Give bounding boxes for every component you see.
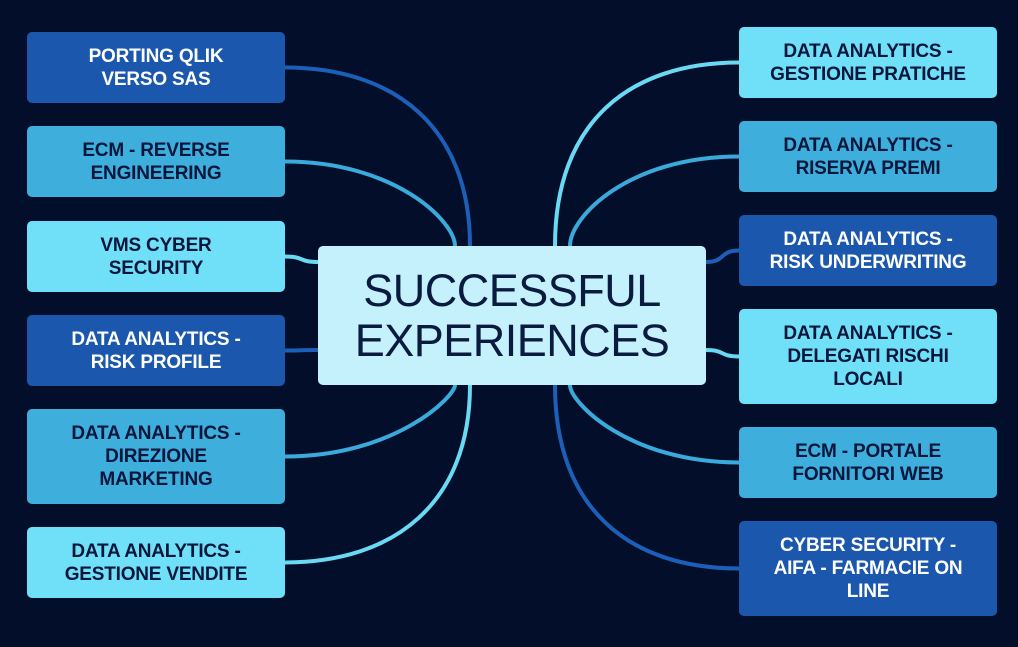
left-topic-3: VMS CYBER SECURITY bbox=[27, 221, 285, 292]
central-topic: SUCCESSFUL EXPERIENCES bbox=[318, 246, 706, 385]
left-connector-6 bbox=[283, 383, 472, 565]
right-topic-5: ECM - PORTALE FORNITORI WEB bbox=[739, 427, 997, 498]
right-topic-2: DATA ANALYTICS - RISERVA PREMI bbox=[739, 121, 997, 192]
right-topic-3: DATA ANALYTICS - RISK UNDERWRITING bbox=[739, 215, 997, 286]
left-topic-5: DATA ANALYTICS - DIREZIONE MARKETING bbox=[27, 409, 285, 504]
right-connector-5 bbox=[568, 383, 741, 465]
left-connector-3 bbox=[283, 254, 320, 264]
right-connector-4 bbox=[704, 348, 741, 359]
left-connector-2 bbox=[283, 159, 457, 248]
right-topic-6: CYBER SECURITY - AIFA - FARMACIE ON LINE bbox=[739, 521, 997, 616]
right-topic-1: DATA ANALYTICS - GESTIONE PRATICHE bbox=[739, 27, 997, 98]
left-topic-4: DATA ANALYTICS - RISK PROFILE bbox=[27, 315, 285, 386]
left-connector-5 bbox=[283, 383, 457, 459]
left-topic-2: ECM - REVERSE ENGINEERING bbox=[27, 126, 285, 197]
right-connector-3 bbox=[704, 248, 741, 264]
right-connector-6 bbox=[553, 383, 741, 571]
left-connector-4 bbox=[283, 348, 320, 353]
right-connector-2 bbox=[568, 154, 741, 248]
right-topic-4: DATA ANALYTICS - DELEGATI RISCHI LOCALI bbox=[739, 309, 997, 404]
left-topic-6: DATA ANALYTICS - GESTIONE VENDITE bbox=[27, 527, 285, 598]
left-connector-1 bbox=[283, 65, 472, 248]
left-topic-1: PORTING QLIK VERSO SAS bbox=[27, 32, 285, 103]
right-connector-1 bbox=[553, 60, 741, 248]
